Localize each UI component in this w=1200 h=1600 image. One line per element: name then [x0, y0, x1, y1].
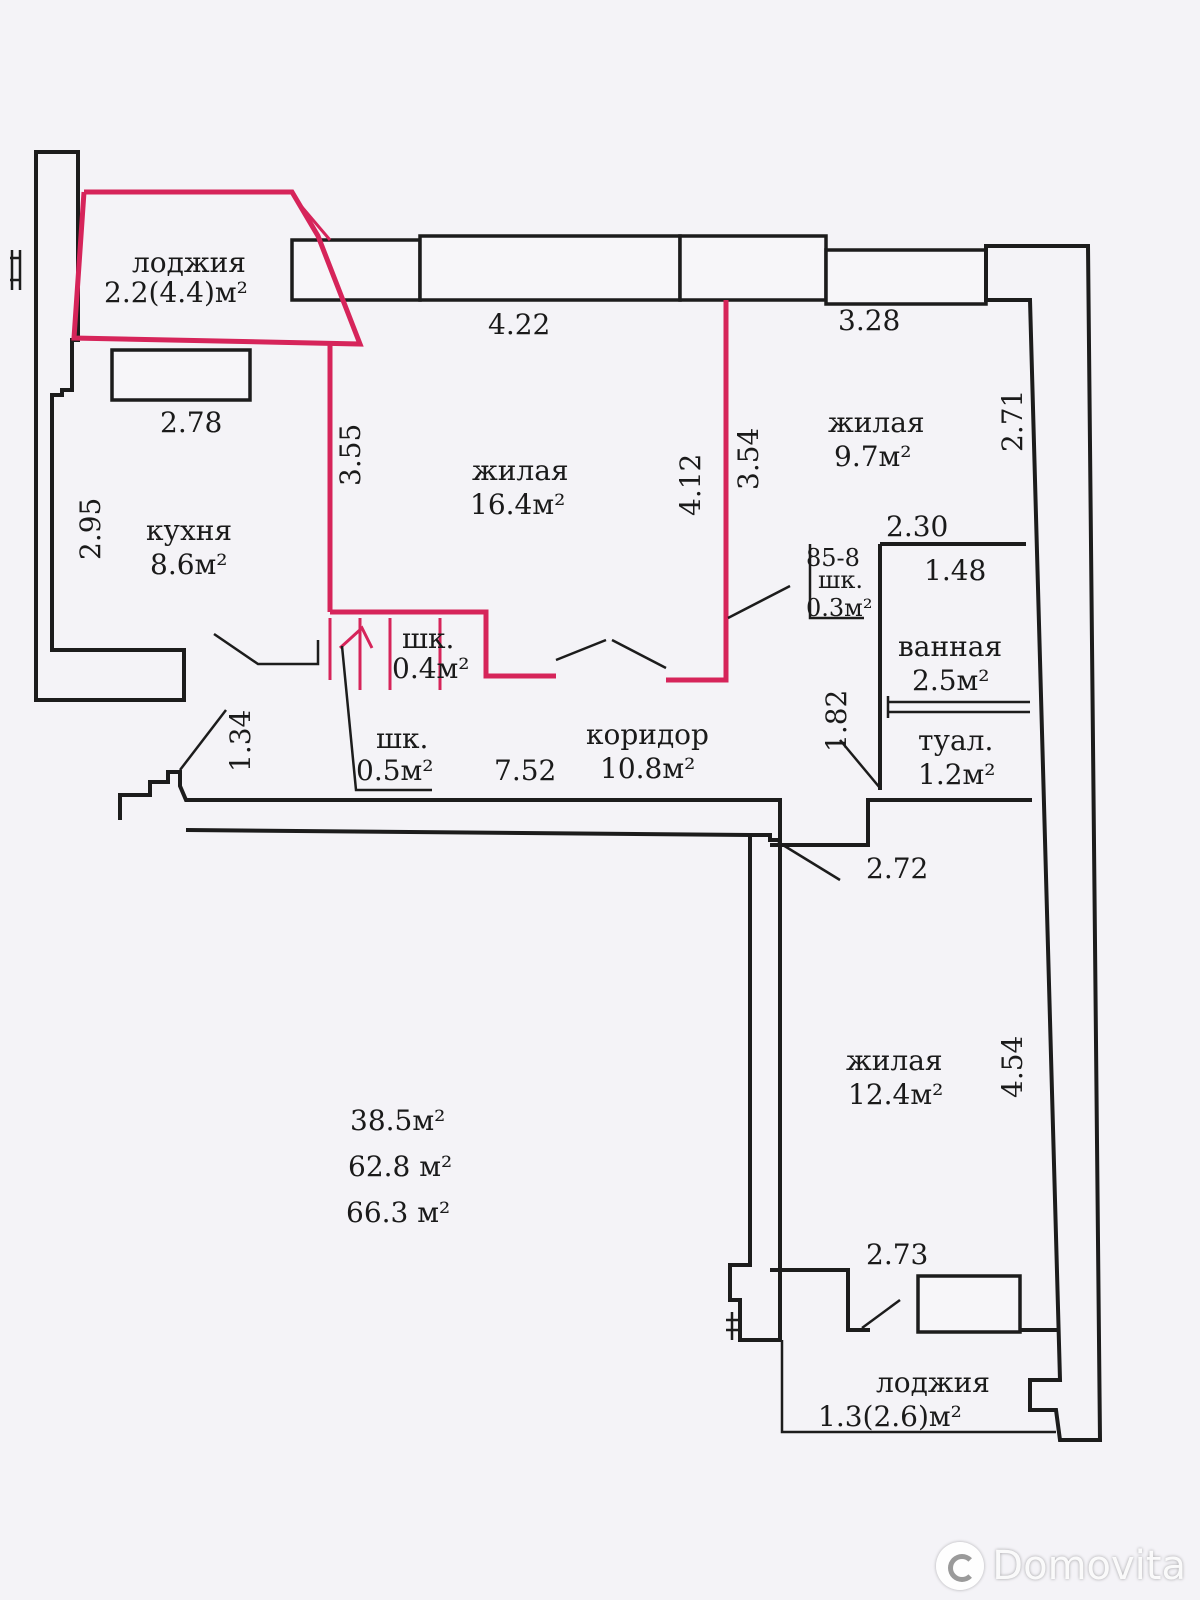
loggia-top-area: 2.2(4.4)м² [104, 276, 248, 309]
closet-c-name: шк. [818, 566, 863, 594]
toilet-name: туал. [918, 724, 993, 757]
dimension-label: 2.71 [996, 390, 1029, 452]
dimension-label: 7.52 [494, 754, 556, 787]
kitchen-name: кухня [146, 514, 232, 547]
dimension-label: 1.82 [820, 690, 853, 752]
living-main-area: 16.4м² [470, 488, 565, 521]
bathroom-name: ванная [898, 630, 1002, 663]
corridor-name: коридор [586, 718, 709, 751]
outer-walls [10, 150, 1103, 1442]
loggia-bottom-name: лоджия [876, 1366, 990, 1399]
closet-c-code: 85-8 [806, 544, 860, 572]
dimension-label: 2.72 [866, 852, 928, 885]
bathroom-area: 2.5м² [912, 664, 990, 697]
living-bottom-area: 12.4м² [848, 1078, 943, 1111]
dimension-label: 4.54 [996, 1036, 1029, 1098]
closet-b-name: шк. [376, 722, 428, 755]
domovita-logo-icon [936, 1542, 985, 1590]
interior-walls [71, 189, 1030, 1330]
dimension-label: 2.73 [866, 1238, 928, 1271]
dimension-label: 4.22 [488, 308, 550, 341]
closet-a-name: шк. [402, 622, 454, 655]
dimension-label: 2.30 [886, 510, 948, 543]
corridor-area: 10.8м² [600, 752, 695, 785]
total-living-area: 38.5м² [350, 1104, 445, 1137]
closet-c-area: 0.3м² [806, 594, 872, 622]
living-right-name: жилая [828, 406, 925, 439]
kitchen-area: 8.6м² [150, 548, 228, 581]
dimension-label: 3.28 [838, 304, 900, 337]
closet-b-area: 0.5м² [356, 754, 434, 787]
dimension-label: 1.34 [224, 710, 257, 772]
dimension-label: 2.78 [160, 406, 222, 439]
dimension-label: 1.48 [924, 554, 986, 587]
dimension-label: 4.12 [674, 454, 707, 516]
living-bottom-name: жилая [846, 1044, 943, 1077]
watermark-brand: Domovita [992, 1543, 1186, 1589]
living-main-name: жилая [472, 454, 569, 487]
dimension-label: 3.54 [732, 428, 765, 490]
total-general-area: 62.8 м² [348, 1150, 452, 1183]
dimension-label: 3.55 [334, 424, 367, 486]
loggia-top-name: лоджия [132, 246, 246, 279]
closet-a-area: 0.4м² [392, 652, 470, 685]
toilet-area: 1.2м² [918, 758, 996, 791]
dimension-label: 2.95 [74, 498, 107, 560]
total-overall-area: 66.3 м² [346, 1196, 450, 1229]
loggia-bottom-area: 1.3(2.6)м² [818, 1400, 962, 1433]
watermark: Domovita [936, 1542, 1186, 1590]
living-right-area: 9.7м² [834, 440, 912, 473]
